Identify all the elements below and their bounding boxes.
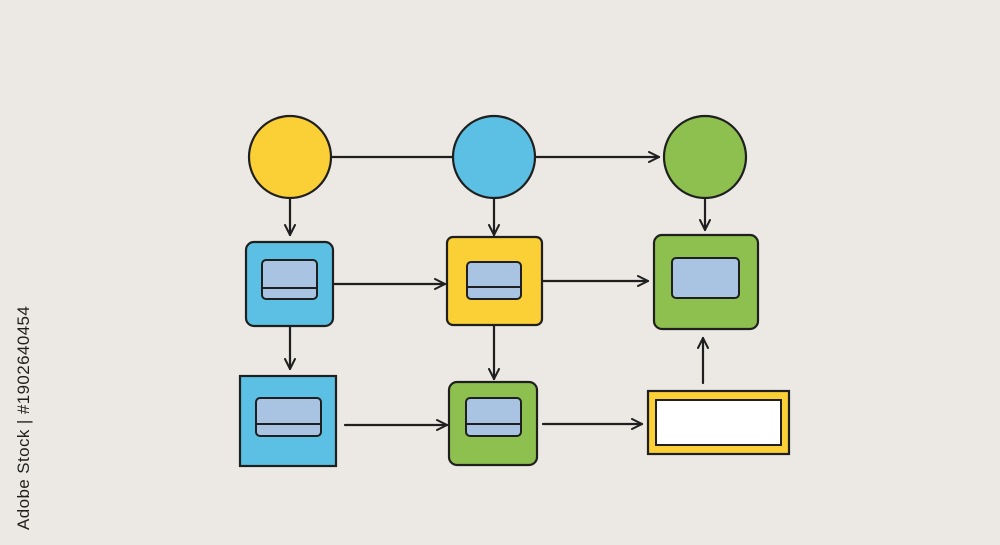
box-green-row2 bbox=[447, 380, 539, 467]
circle-green-shape bbox=[662, 114, 748, 200]
frame-yellow-row2 bbox=[646, 389, 791, 456]
screen-icon bbox=[671, 257, 740, 299]
circle-yellow bbox=[247, 114, 333, 200]
circle-blue bbox=[451, 114, 537, 200]
circle-blue-shape bbox=[451, 114, 537, 200]
screen-icon bbox=[466, 261, 522, 300]
diagram-nodes bbox=[238, 114, 791, 468]
circle-green bbox=[662, 114, 748, 200]
screen-icon bbox=[465, 397, 522, 437]
screen-icon bbox=[255, 397, 322, 437]
frame-yellow-row2-inner-panel bbox=[655, 399, 782, 446]
box-green-row1 bbox=[652, 233, 760, 331]
watermark-text: Adobe Stock | #1902640454 bbox=[14, 305, 33, 530]
box-blue-row1 bbox=[244, 240, 335, 328]
circle-yellow-shape bbox=[247, 114, 333, 200]
box-yellow-row1 bbox=[445, 235, 544, 327]
box-blue-row2 bbox=[238, 374, 338, 468]
connector-arrows bbox=[290, 157, 705, 425]
screen-icon bbox=[261, 259, 318, 300]
